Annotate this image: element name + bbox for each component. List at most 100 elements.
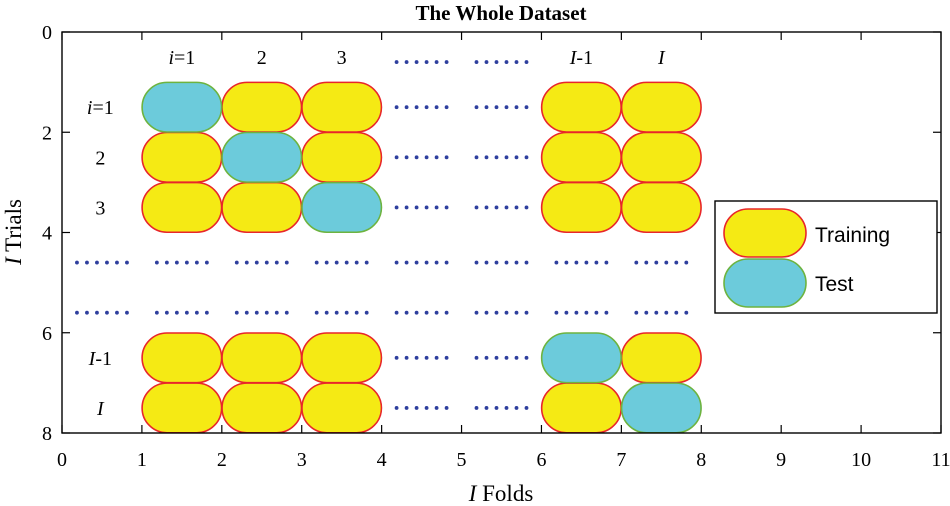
ellipsis-dot [324,260,329,265]
ellipsis-dot [434,60,439,64]
training-fold-marker [620,181,702,234]
ellipsis-marker [394,205,449,210]
ellipsis-marker [394,355,449,360]
test-fold-marker [540,332,622,384]
ellipsis-dot [125,310,129,315]
ellipsis-dot [674,260,679,265]
ellipsis-dot [334,310,339,315]
ellipsis-marker [394,60,449,64]
ellipsis-dot [484,310,489,315]
ellipsis-marker [394,105,449,110]
x-tick-label: 1 [137,449,147,471]
ellipsis-marker [474,105,529,110]
ellipsis-dot [424,406,429,410]
legend: Training Test [714,200,938,314]
ellipsis-dot [424,355,429,360]
legend-test-symbol [723,258,807,308]
ellipsis-dot [254,310,259,315]
x-tick-label: 10 [851,449,871,471]
ellipsis-dot [414,155,419,160]
ellipsis-dot [264,260,269,265]
ellipsis-dot [494,60,499,64]
ellipsis-dot [654,310,659,315]
ellipsis-dot [244,310,249,315]
training-fold-marker [141,332,223,384]
y-tick-label: 8 [42,423,52,445]
ellipsis-marker [474,406,529,410]
ellipsis-dot [394,105,399,110]
annotation-label: I [657,47,666,69]
ellipsis-dot [474,155,479,160]
ellipsis-dot [274,310,279,315]
ellipsis-dot [484,406,489,410]
ellipsis-dot [564,260,569,265]
chart-title: The Whole Dataset [415,1,586,25]
ellipsis-dot [414,406,419,410]
ellipsis-dot [414,60,419,64]
y-axis-label-var: I [1,256,26,266]
ellipsis-dot [424,260,429,265]
ellipsis-dot [394,60,399,64]
ellipsis-dot [394,155,399,160]
ellipsis-marker [234,310,289,315]
ellipsis-dot [444,260,449,265]
annotation-label: I-1 [88,348,112,370]
ellipsis-dot [174,260,179,265]
ellipsis-dot [504,310,509,315]
x-tick-label: 8 [696,449,706,471]
ellipsis-dot [604,310,609,315]
ellipsis-marker [394,406,449,410]
ellipsis-dot [194,260,199,265]
x-tick-label: 4 [377,449,387,471]
ellipsis-dot [154,310,159,315]
annotation-label: I [96,398,105,420]
ellipsis-dot [504,355,509,360]
ellipsis-dot [484,355,489,360]
ellipsis-dot [234,310,239,315]
x-tick-label: 6 [536,449,546,471]
ellipsis-dot [524,205,529,210]
ellipsis-dot [514,60,519,64]
x-tick-label: 2 [217,449,227,471]
ellipsis-dot [414,205,419,210]
ellipsis-dot [634,310,639,315]
x-tick-label: 5 [457,449,467,471]
training-fold-marker [620,332,702,384]
annotation-part: I [569,47,578,69]
ellipsis-dot [424,155,429,160]
annotation-label: 3 [95,197,105,219]
x-axis-label-text: Folds [476,481,533,506]
ellipsis-dot [105,310,109,315]
ellipsis-dot [554,310,559,315]
ellipsis-dot [444,155,449,160]
ellipsis-dot [474,60,479,64]
ellipsis-dot [504,406,509,410]
ellipsis-dot [404,105,409,110]
x-tick-label: 11 [931,449,950,471]
annotation-part: I [96,398,105,420]
ellipsis-dot [424,60,429,64]
annotation-label: 2 [257,47,267,69]
annotation-part: =1 [92,97,113,119]
ellipsis-dot [514,105,519,110]
x-tick-label: 9 [776,449,786,471]
annotation-part: 2 [95,147,105,169]
ellipsis-dot [75,310,79,315]
ellipsis-marker [314,310,369,315]
annotation-part: 3 [337,47,347,69]
ellipsis-dot [514,260,519,265]
ellipsis-dot [684,260,689,265]
ellipsis-marker [474,205,529,210]
ellipsis-dot [444,105,449,110]
ellipsis-dot [484,260,489,265]
annotation-part: i [168,47,174,69]
ellipsis-dot [504,60,509,64]
ellipsis-dot [414,260,419,265]
ellipsis-dot [284,260,289,265]
ellipsis-marker [314,260,369,265]
x-axis-label-var: I [468,481,478,506]
ellipsis-dot [524,406,529,410]
ellipsis-marker [394,155,449,160]
ellipsis-dot [444,406,449,410]
ellipsis-dot [444,60,449,64]
